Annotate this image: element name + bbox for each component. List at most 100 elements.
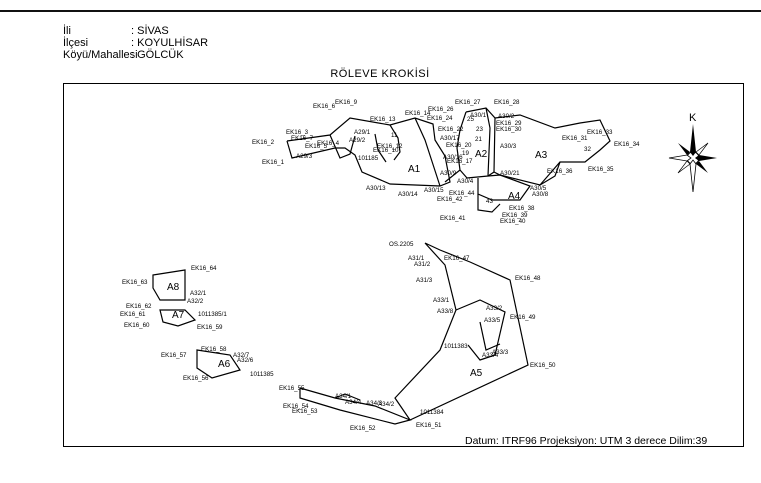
point-label: EK16_41 [440,215,466,222]
point-label: A34/4 [345,399,362,406]
point-label: EK16_51 [416,422,442,429]
parcel-boundary [493,114,611,186]
sketch-frame [63,83,744,447]
point-label: EK16_10 [373,147,399,154]
point-label: EK16_4 [317,140,340,147]
parcel-boundary [334,393,361,401]
parcel-boundary [444,169,461,183]
parcel-label: A5 [470,368,483,379]
point-label: 1011385/1 [198,311,227,318]
point-label: A30/14 [398,191,418,198]
point-label: EK16_62 [126,303,152,310]
point-label: 101185 [358,155,379,162]
point-label: EK16_54 [283,403,309,410]
parcel-boundary [394,242,529,421]
koy-value: : GÖLCÜK [131,49,184,61]
parcel-boundary [456,107,496,179]
point-label: A32/7 [233,352,250,359]
point-label: A30/4 [457,178,474,185]
point-label: A33/5 [484,317,501,324]
parcel-boundary [374,133,387,163]
point-label: 23 [476,126,483,133]
il-label: İli [63,25,71,37]
parcel-label: A3 [535,150,548,161]
point-label: EK16_30 [496,126,522,133]
point-label: A33/3 [492,349,509,356]
north-label: K [689,112,697,124]
parcel-boundary [159,309,197,327]
point-label: 25 [467,116,474,123]
point-label: A32/1 [190,290,207,297]
point-label: EK16_28 [494,99,520,106]
point-label: EK16_36 [547,168,573,175]
ilce-label: İlçesi [63,37,89,49]
point-label: A30/9 [440,170,457,177]
point-label: OS.2205 [389,241,414,248]
parcel-label: A2 [475,149,488,160]
point-label: EK16_17 [447,158,473,165]
point-label: EK16_5 [305,143,328,150]
point-label: A34/3 [366,400,383,407]
point-label: EK16_27 [455,99,481,106]
point-label: EK16_13 [370,116,396,123]
top-rule [0,10,761,12]
point-label: EK16_49 [510,314,536,321]
point-label: EK16_56 [183,375,209,382]
point-label: A30/1 [470,112,487,119]
parcel-boundary [196,349,241,379]
point-label: 32 [584,146,591,153]
koy-label: Köyü/Mahallesi [63,49,138,61]
point-label: EK16_48 [515,275,541,282]
point-label: A31/2 [414,261,431,268]
point-label: EK16_24 [427,115,453,122]
point-label: A29/1 [354,129,371,136]
point-label: EK16_44 [449,190,475,197]
point-label: A31/3 [416,277,433,284]
point-label: EK16_9 [335,99,358,106]
parcel-boundary [414,117,441,187]
point-label: 43 [486,198,493,205]
point-label: A33/8 [437,308,454,315]
point-label: EK16_64 [191,265,217,272]
point-label: EK16_20 [446,142,472,149]
parcel-label: A6 [218,359,231,370]
north-arrow-icon [668,124,717,193]
point-label: EK16_1 [262,159,285,166]
point-label: A30/16 [443,154,463,161]
point-label: EK16_12 [377,143,403,150]
parcel-label: A8 [167,282,180,293]
point-label: A33/1 [433,297,450,304]
parcel-boundary [477,174,531,201]
point-label: EK16_40 [500,218,526,225]
point-label: EK16_2 [252,139,275,146]
point-label: EK16_39 [502,212,528,219]
point-label: EK16_7 [291,135,314,142]
point-label: EK16_57 [161,352,187,359]
point-label: A30/2 [498,113,515,120]
point-label: EK16_47 [444,255,470,262]
point-label: EK16_55 [279,385,305,392]
parcel-boundary [389,124,401,161]
point-label: EK16_33 [587,129,613,136]
point-label: A30/3 [500,143,517,150]
point-label: EK16_26 [428,106,454,113]
point-label: A33/2 [486,305,503,312]
point-label: EK16_63 [122,279,148,286]
point-label: EK16_42 [437,196,463,203]
point-label: 1011383 [444,343,468,350]
point-label: 1011385 [250,371,274,378]
parcel-boundary [329,134,356,159]
point-label: EK16_52 [350,425,376,432]
point-label: A29/2 [349,137,366,144]
point-label: EK16_34 [614,141,640,148]
point-label: EK16_3 [286,129,309,136]
point-label: EK16_60 [124,322,150,329]
point-label: 19 [462,150,469,157]
point-label: 1011384 [420,409,444,416]
point-label: EK16_22 [438,126,464,133]
point-label: A30/5 [530,185,547,192]
parcel-boundary [299,387,412,425]
point-label: A30/15 [424,187,444,194]
point-label: 21 [475,136,482,143]
